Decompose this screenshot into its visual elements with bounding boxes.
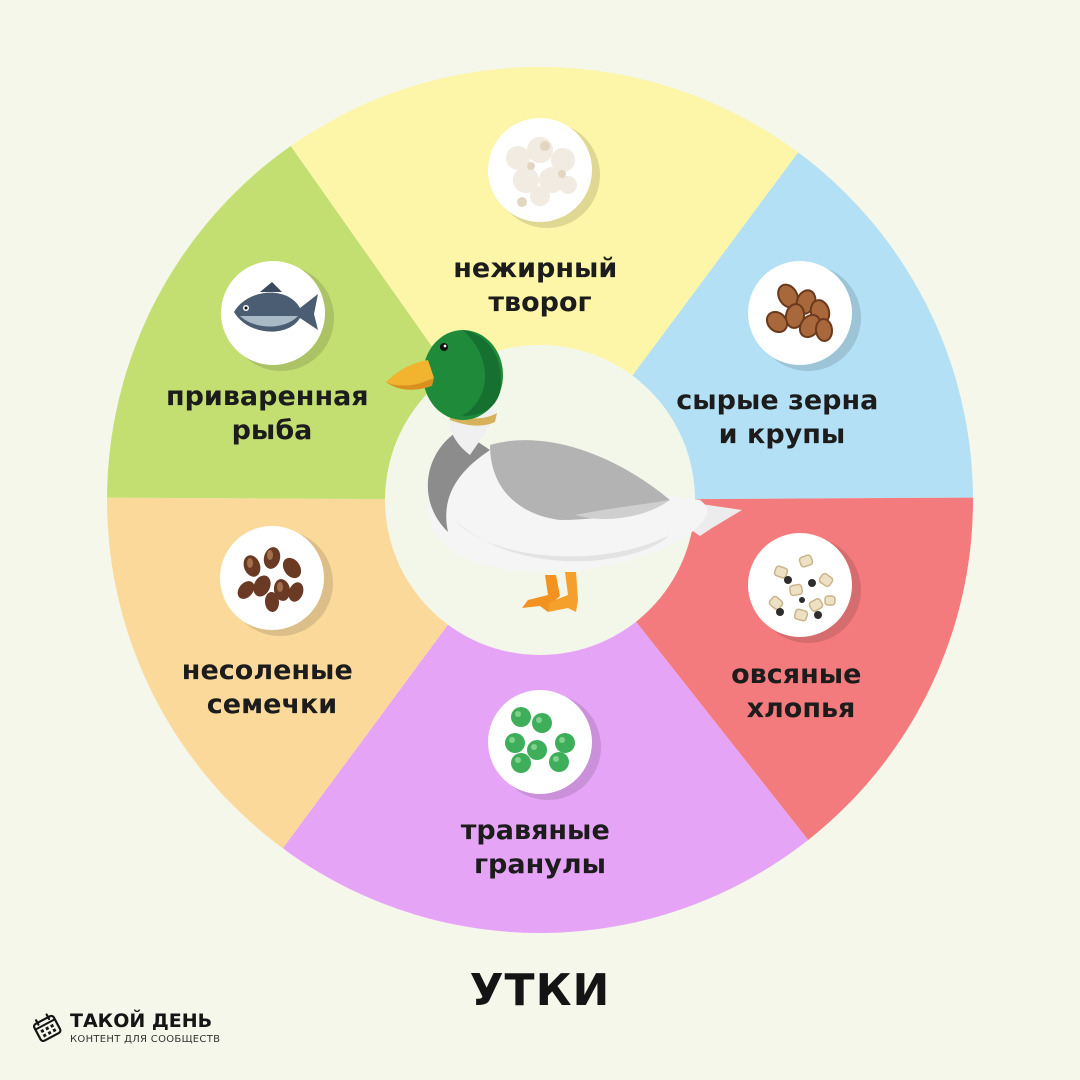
segment-label-fish: приваренная рыба: [166, 381, 378, 446]
segment-label-grains: сырые зерна и крупы: [676, 385, 887, 450]
fish-icon: [221, 261, 334, 371]
segment-label-oats: овсяные хлопья: [731, 659, 871, 724]
oat-flakes-icon: [748, 533, 861, 643]
segment-label-line: семечки: [207, 689, 337, 720]
duck-icon: [386, 330, 742, 612]
segment-label-line: травяные: [461, 815, 610, 846]
segment-label-line: сырые зерна: [676, 385, 878, 416]
nuts-grains-icon: [748, 261, 861, 371]
brand-tagline: КОНТЕНТ ДЛЯ СООБЩЕСТВ: [70, 1034, 221, 1045]
calendar-icon: [33, 1012, 62, 1042]
segment-seeds: [107, 497, 540, 933]
segment-label-line: овсяные: [731, 659, 861, 690]
segment-oats: [540, 497, 973, 933]
segment-label-line: гранулы: [474, 849, 606, 880]
segment-label-line: хлопья: [747, 693, 856, 724]
segment-label-pellets: травяные гранулы: [461, 815, 619, 880]
seeds-icon: [220, 526, 333, 636]
page-title: УТКИ: [469, 965, 611, 1016]
cottage-cheese-icon: [488, 118, 600, 228]
brand-block: ТАКОЙ ДЕНЬ КОНТЕНТ ДЛЯ СООБЩЕСТВ: [30, 1010, 220, 1045]
segment-label-line: нежирный: [453, 253, 617, 284]
segment-label-seeds: несоленые семечки: [182, 655, 362, 720]
segment-label-line: несоленые: [182, 655, 353, 686]
segment-label-line: и крупы: [719, 419, 846, 450]
brand-text: ТАКОЙ ДЕНЬ КОНТЕНТ ДЛЯ СООБЩЕСТВ: [70, 1010, 220, 1045]
segment-label-curd: нежирный творог: [453, 253, 626, 318]
brand-name: ТАКОЙ ДЕНЬ: [70, 1010, 213, 1032]
segment-label-line: приваренная: [166, 381, 369, 412]
segment-label-line: рыба: [232, 415, 313, 446]
segment-curd: [290, 67, 800, 500]
segment-label-line: творог: [488, 287, 591, 318]
green-pellets-icon: [488, 690, 601, 800]
